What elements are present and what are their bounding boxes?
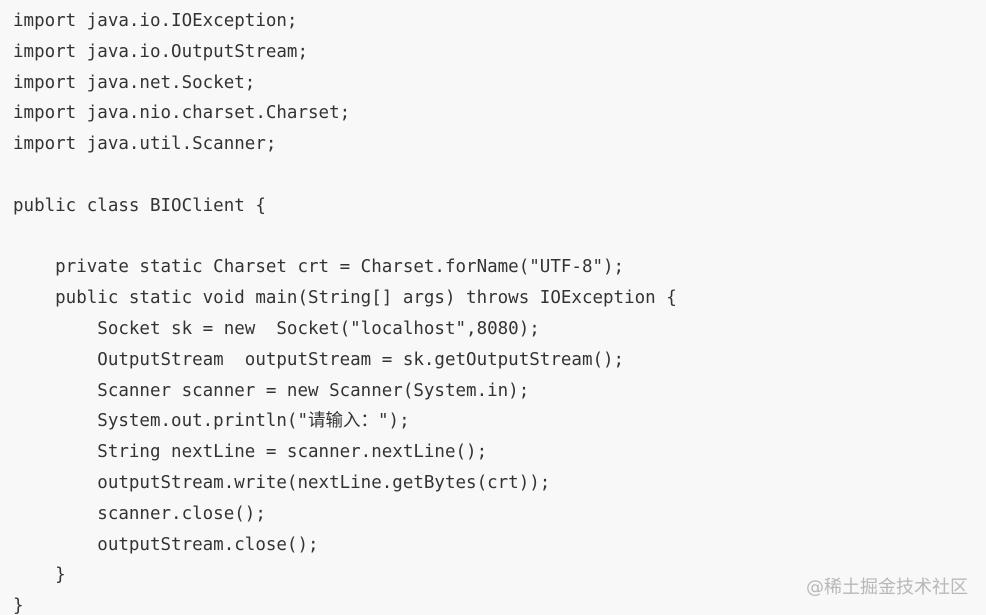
code-line: import java.io.OutputStream;: [13, 41, 309, 62]
code-line: Scanner scanner = new Scanner(System.in)…: [13, 380, 530, 401]
code-line: OutputStream outputStream = sk.getOutput…: [13, 349, 625, 370]
code-line: import java.io.IOException;: [13, 11, 298, 31]
code-line: [13, 160, 986, 191]
code-line: [13, 222, 986, 253]
code-line: Socket sk = new Socket("localhost",8080)…: [13, 318, 540, 339]
code-line: }: [13, 565, 66, 586]
code-line: import java.nio.charset.Charset;: [13, 103, 351, 124]
code-line: outputStream.write(nextLine.getBytes(crt…: [13, 472, 551, 493]
code-line: import java.util.Scanner;: [13, 134, 277, 155]
watermark-text: @稀土掘金技术社区: [806, 577, 968, 598]
code-line: scanner.close();: [13, 503, 266, 524]
code-line: }: [13, 596, 24, 615]
code-line: public static void main(String[] args) t…: [13, 288, 677, 309]
code-line: import java.net.Socket;: [13, 72, 256, 93]
code-line: public class BIOClient {: [13, 195, 266, 216]
code-line: outputStream.close();: [13, 534, 319, 555]
code-line: System.out.println("请输入：");: [13, 411, 410, 432]
code-line: String nextLine = scanner.nextLine();: [13, 442, 488, 463]
code-line: private static Charset crt = Charset.for…: [13, 257, 625, 278]
